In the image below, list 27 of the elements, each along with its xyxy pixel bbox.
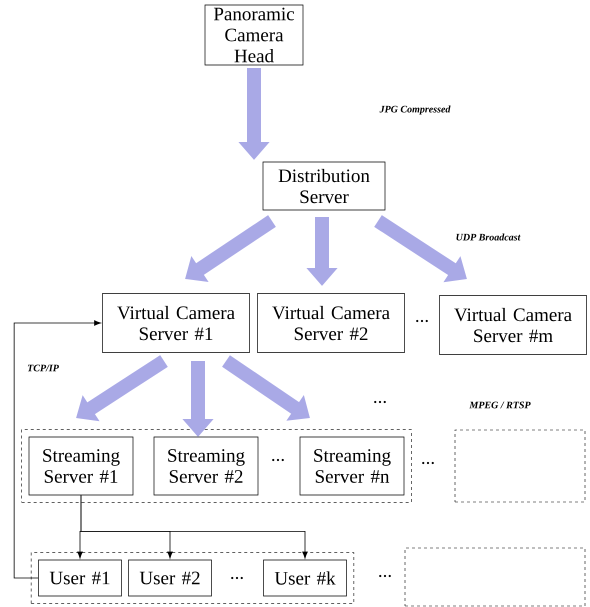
process-box: Distribution Server [262,162,386,210]
connector-arrow [14,320,101,578]
process-box: Streaming Server #1 [28,436,134,496]
process-box: Streaming Server #2 [154,436,258,496]
protocol-label: MPEG / RTSP [469,402,531,408]
ellipsis: ... [374,400,386,404]
process-box: User #1 [38,560,122,596]
process-box: Streaming Server #n [300,436,404,496]
ellipsis: ... [379,574,391,578]
process-box: User #k [263,560,347,596]
empty-dashed-box [454,430,586,502]
connector-arrow [80,494,308,558]
process-box: Virtual Camera Server #1 [102,293,250,353]
process-box: Virtual Camera Server #m [439,295,587,355]
process-box: User #2 [128,560,212,596]
process-box: Virtual Camera Server #2 [257,293,405,353]
process-box: Panoramic Camera Head [204,4,304,66]
protocol-label: TCP/IP [28,364,59,372]
ellipsis: ... [422,462,434,464]
ellipsis: ... [416,320,428,322]
empty-dashed-box [404,548,586,606]
ellipsis: ... [272,458,284,462]
dashed-group-box [21,429,412,503]
dashed-group-box [30,552,354,604]
protocol-label: JPG Compressed [380,105,451,115]
ellipsis: ... [231,576,243,580]
protocol-label: UDP Broadcast [456,233,521,241]
